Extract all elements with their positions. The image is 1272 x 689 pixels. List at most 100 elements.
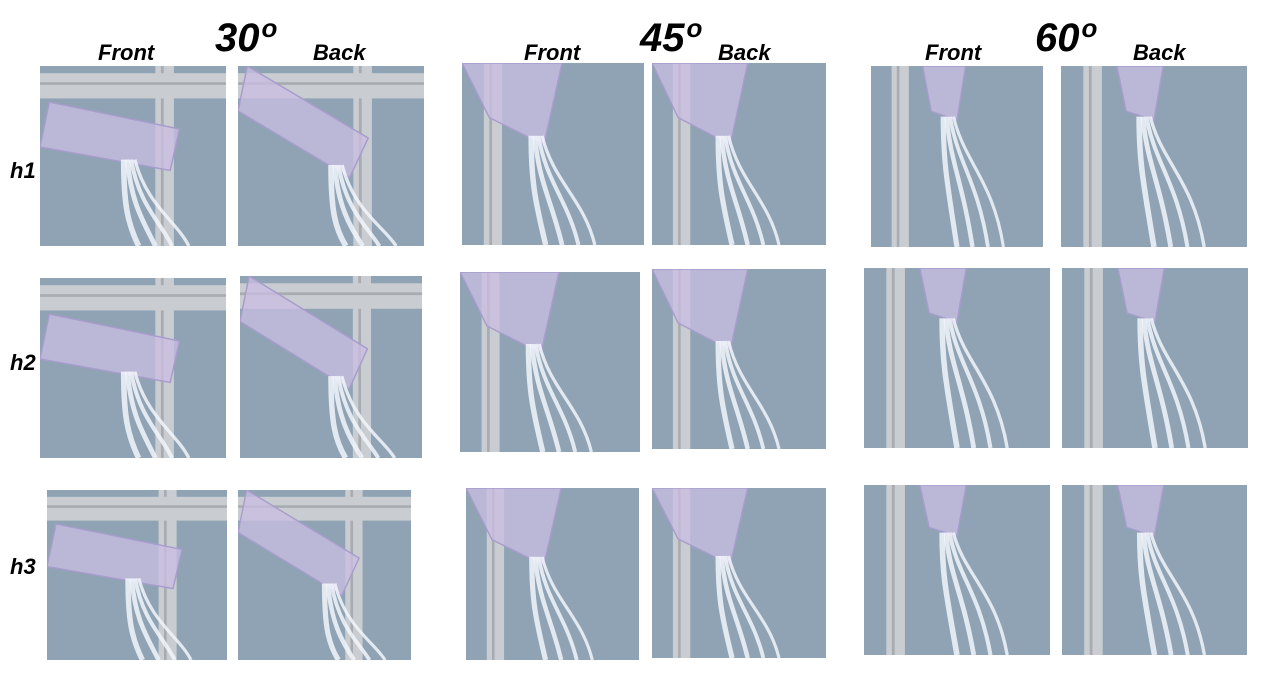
acrylic-channel — [1116, 485, 1165, 537]
water-stream — [328, 164, 349, 246]
water-stream — [939, 318, 960, 448]
photo-30-h2-front — [40, 278, 226, 458]
water-stream — [1144, 116, 1190, 247]
water-stream — [533, 343, 578, 452]
water-stream — [715, 555, 735, 658]
photo-60-h3-front — [864, 485, 1050, 655]
back-label-30: Back — [313, 40, 366, 65]
angle-value: 30 — [215, 16, 260, 60]
water-stream — [1148, 116, 1206, 247]
acrylic-channel — [47, 523, 183, 590]
angle-title-30: 30o — [215, 15, 277, 58]
water-stream — [525, 343, 546, 452]
water-stream — [333, 583, 387, 660]
acrylic-channel — [1116, 66, 1165, 122]
frame-post — [886, 485, 905, 655]
water-stream — [719, 135, 750, 245]
water-stream — [529, 556, 549, 660]
water-stream — [719, 555, 750, 658]
water-stream — [723, 135, 766, 245]
photo-30-h3-front — [47, 490, 227, 660]
degree-symbol: o — [261, 13, 278, 43]
water-stream — [125, 159, 158, 246]
row-label-h3: h3 — [10, 554, 36, 579]
water-stream — [1141, 532, 1174, 655]
front-label-60: Front — [925, 40, 982, 65]
frame-rail — [40, 73, 226, 99]
water-stream — [332, 164, 365, 246]
water-stream — [723, 555, 766, 658]
water-stream — [944, 116, 975, 247]
water-stream — [1141, 318, 1175, 448]
water-stream — [1136, 532, 1158, 655]
photo-45-h3-back — [652, 488, 826, 658]
frame-groove — [678, 63, 681, 245]
frame-post — [1084, 268, 1103, 448]
angle-title-60: 60o — [1035, 15, 1097, 58]
water-stream — [528, 135, 549, 245]
photo-45-h3-front — [466, 488, 639, 660]
frame-groove — [487, 272, 490, 452]
water-stream — [540, 135, 597, 245]
acrylic-channel — [1117, 268, 1166, 323]
acrylic-channel — [919, 268, 968, 323]
water-stream — [540, 556, 594, 660]
photo-60-h2-front — [864, 268, 1050, 448]
acrylic-channel — [238, 66, 370, 179]
water-stream — [329, 583, 372, 660]
frame-groove — [678, 269, 681, 449]
water-stream — [1137, 318, 1158, 448]
water-stream — [939, 532, 960, 655]
photo-60-h2-back — [1062, 268, 1248, 448]
angle-value: 45 — [640, 16, 685, 60]
photo-60-h1-back — [1061, 66, 1247, 247]
water-stream — [1136, 116, 1157, 247]
photo-45-h2-front — [460, 272, 640, 452]
water-stream — [952, 116, 1005, 247]
frame-groove — [678, 488, 681, 658]
water-stream — [125, 371, 158, 458]
water-stream — [727, 340, 781, 449]
water-stream — [336, 375, 381, 458]
frame-groove — [1089, 485, 1093, 655]
water-stream — [120, 159, 142, 246]
water-stream — [133, 578, 177, 660]
water-stream — [715, 135, 735, 245]
water-stream — [340, 375, 397, 458]
back-label-60: Back — [1133, 40, 1186, 65]
frame-rail-groove — [40, 294, 226, 297]
front-label-45: Front — [524, 40, 581, 65]
water-stream — [727, 555, 781, 658]
water-stream — [727, 135, 781, 245]
water-stream — [328, 376, 348, 458]
photo-45-h1-back — [652, 63, 826, 245]
photo-30-h3-back — [238, 490, 411, 660]
front-label-30: Front — [98, 40, 155, 65]
acrylic-channel — [238, 490, 360, 597]
water-stream — [948, 116, 990, 247]
frame-rail — [40, 285, 226, 311]
frame-groove — [489, 63, 493, 245]
water-stream — [943, 532, 977, 655]
acrylic-channel — [40, 101, 181, 172]
water-stream — [536, 556, 579, 660]
back-label-45: Back — [718, 40, 771, 65]
water-stream — [723, 340, 766, 449]
photo-30-h2-back — [240, 276, 422, 458]
water-stream — [332, 375, 364, 458]
acrylic-channel — [921, 66, 967, 122]
water-stream — [129, 371, 174, 458]
water-stream — [125, 578, 145, 660]
frame-post — [886, 268, 905, 448]
frame-groove — [891, 268, 895, 448]
water-stream — [1145, 532, 1190, 655]
frame-groove — [1088, 66, 1092, 247]
water-stream — [715, 340, 735, 449]
photo-60-h3-back — [1062, 485, 1247, 655]
water-stream — [940, 116, 960, 247]
water-stream — [1145, 318, 1191, 448]
frame-post — [1084, 485, 1103, 655]
frame-post — [1083, 66, 1102, 247]
acrylic-channel — [40, 313, 181, 384]
degree-symbol: o — [686, 13, 703, 43]
